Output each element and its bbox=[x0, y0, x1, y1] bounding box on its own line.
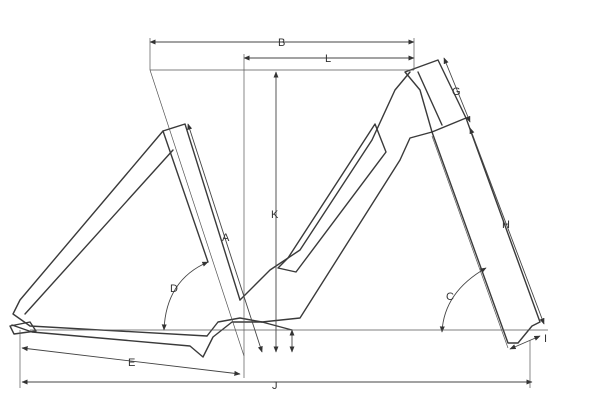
label-g: G bbox=[452, 86, 461, 98]
dimension-lines bbox=[19, 38, 548, 388]
battery-cover bbox=[277, 123, 387, 273]
down-tube-lower bbox=[261, 131, 433, 323]
dimension-labels: B L G K A H C D I E J bbox=[128, 37, 547, 392]
seat-tube bbox=[162, 123, 241, 301]
seat-stay bbox=[12, 130, 208, 337]
label-d: D bbox=[170, 283, 178, 295]
label-b: B bbox=[278, 37, 285, 49]
label-k: K bbox=[271, 209, 279, 221]
rear-dropout bbox=[9, 321, 37, 335]
label-h: H bbox=[502, 219, 510, 231]
fork bbox=[431, 117, 541, 344]
head-tube-inner bbox=[417, 71, 443, 126]
down-tube bbox=[239, 71, 411, 301]
label-e: E bbox=[128, 357, 135, 369]
label-l: L bbox=[325, 53, 331, 65]
label-c: C bbox=[446, 291, 454, 303]
head-tube bbox=[404, 59, 467, 133]
label-i: I bbox=[544, 333, 547, 345]
label-a: A bbox=[222, 232, 230, 244]
label-j: J bbox=[272, 380, 278, 392]
